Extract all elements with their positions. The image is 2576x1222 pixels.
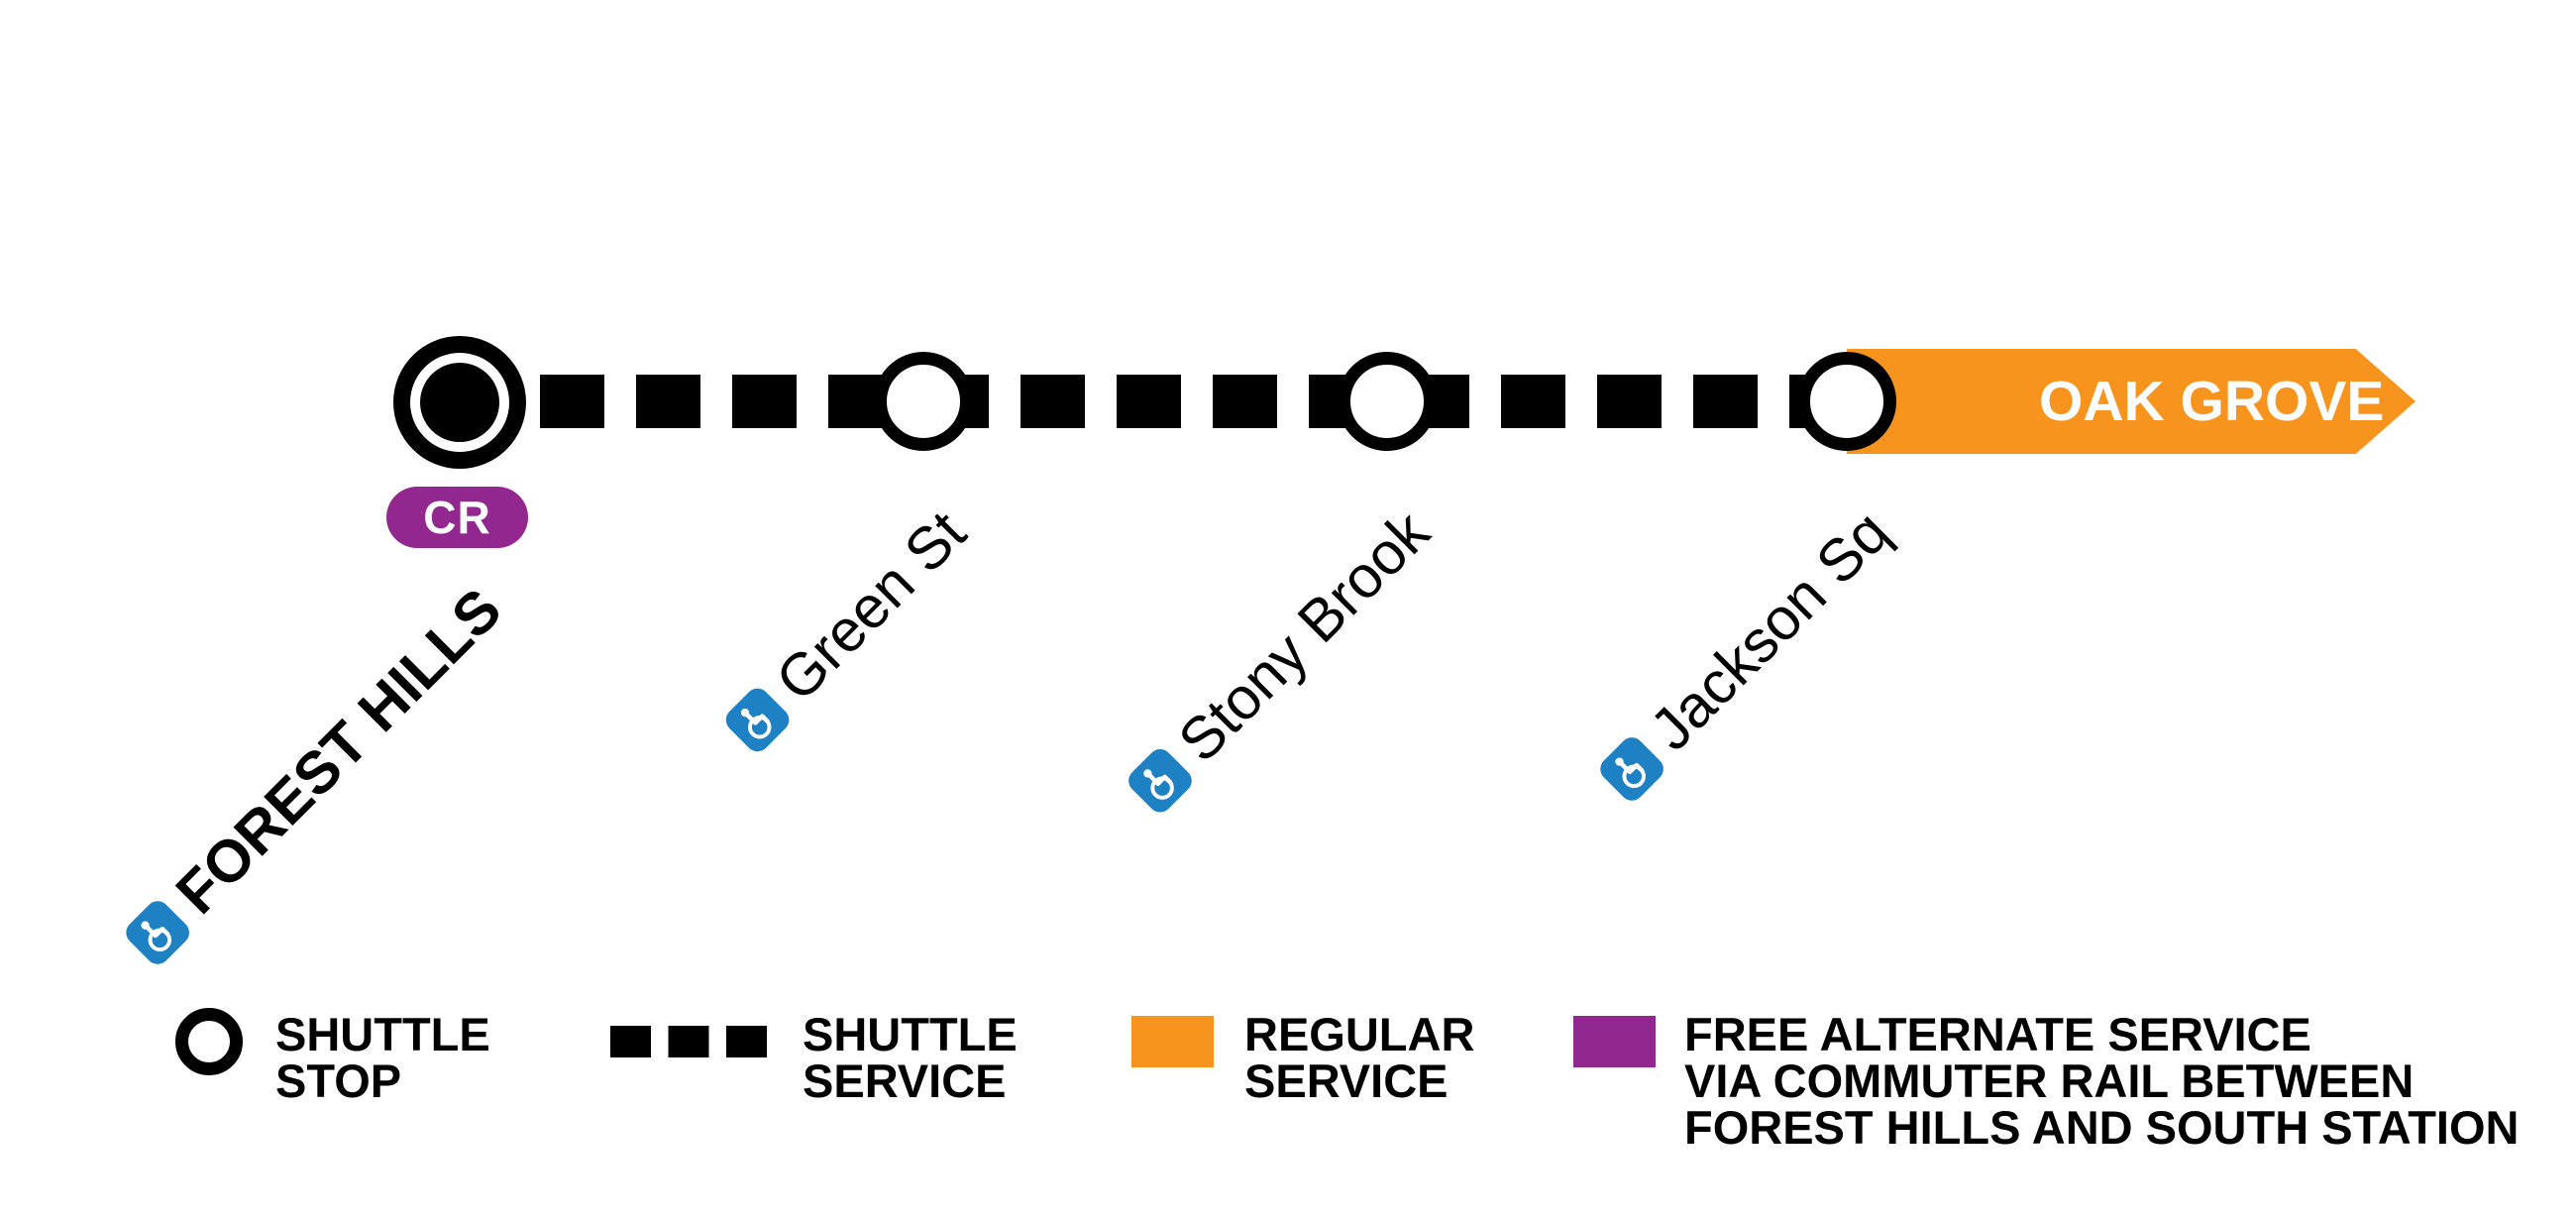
station-marker-stony-brook	[1338, 352, 1437, 451]
station-marker-green-st	[874, 352, 973, 451]
accessibility-icon	[1124, 743, 1197, 818]
station-label-forest-hills: FOREST HILLS	[117, 575, 514, 972]
legend-alternate-service-swatch	[1573, 1016, 1656, 1067]
station-name: FOREST HILLS	[162, 575, 514, 927]
station-name: Stony Brook	[1165, 498, 1443, 775]
bullseye-white-ring	[410, 353, 509, 452]
station-marker-forest-hills	[393, 336, 526, 469]
legend-regular-service-label: REGULAR SERVICE	[1244, 1011, 1474, 1104]
legend-line: SERVICE	[1244, 1055, 1449, 1107]
legend-line: VIA COMMUTER RAIL BETWEEN	[1684, 1055, 2415, 1107]
accessibility-icon	[121, 896, 194, 969]
legend-regular-service-swatch	[1131, 1016, 1214, 1067]
bullseye-core	[420, 363, 499, 442]
station-label-green-st: Green St	[717, 498, 979, 760]
legend-shuttle-service-icon	[610, 1026, 767, 1057]
legend-shuttle-stop-label: SHUTTLE STOP	[275, 1011, 490, 1104]
station-label-jackson-sq: Jackson Sq	[1592, 498, 1902, 809]
legend-line: SHUTTLE	[803, 1008, 1018, 1060]
accessibility-icon	[1595, 732, 1668, 806]
legend-line: FOREST HILLS AND SOUTH STATION	[1684, 1101, 2520, 1154]
regular-service-arrow	[1847, 349, 2415, 454]
terminus-label-oak-grove: OAK GROVE	[2039, 370, 2385, 433]
legend-shuttle-stop-icon	[175, 1008, 243, 1075]
accessibility-icon	[720, 683, 795, 757]
legend-shuttle-service-label: SHUTTLE SERVICE	[803, 1011, 1018, 1104]
station-name: Jackson Sq	[1637, 498, 1902, 763]
legend-line: REGULAR	[1244, 1008, 1475, 1060]
legend-line: SHUTTLE	[275, 1008, 490, 1060]
legend-line: SERVICE	[803, 1055, 1007, 1107]
legend-line: STOP	[275, 1055, 402, 1107]
station-label-stony-brook: Stony Brook	[1121, 498, 1443, 821]
legend-alternate-service-label: FREE ALTERNATE SERVICE VIA COMMUTER RAIL…	[1684, 1011, 2520, 1151]
shuttle-service-dashed-line	[540, 375, 1848, 428]
legend-line: FREE ALTERNATE SERVICE	[1684, 1008, 2311, 1060]
station-marker-jackson-sq	[1797, 352, 1896, 451]
station-name: Green St	[763, 498, 979, 715]
commuter-rail-badge: CR	[386, 487, 528, 548]
